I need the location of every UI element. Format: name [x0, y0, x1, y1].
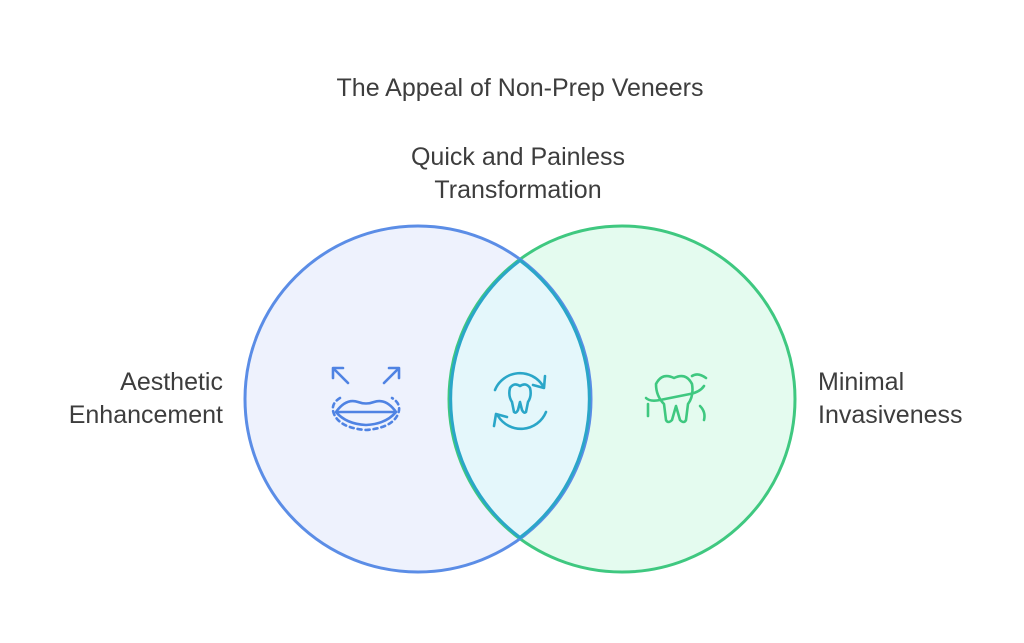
left-set-label-line1: Aesthetic	[120, 368, 223, 396]
right-set-label-line2: Invasiveness	[818, 401, 963, 429]
overlap-region	[449, 226, 591, 572]
overlap-label: Quick and Painless Transformation	[318, 141, 718, 207]
overlap-label-line1: Quick and Painless	[410, 143, 625, 171]
tooth-floss-icon	[644, 373, 708, 424]
right-set-label: Minimal Invasiveness	[818, 366, 1018, 432]
overlap-outline	[449, 258, 591, 540]
left-set-label: Aesthetic Enhancement	[20, 366, 223, 432]
diagram-title: The Appeal of Non-Prep Veneers	[336, 74, 704, 102]
left-set-label-line2: Enhancement	[68, 401, 223, 429]
right-circle-outline	[447, 224, 797, 574]
tooth-refresh-icon	[492, 371, 548, 431]
left-circle-outline	[243, 224, 593, 574]
overlap-label-line2: Transformation	[434, 176, 602, 204]
lips-expand-icon	[331, 366, 401, 432]
right-set-label-line1: Minimal	[818, 368, 905, 396]
